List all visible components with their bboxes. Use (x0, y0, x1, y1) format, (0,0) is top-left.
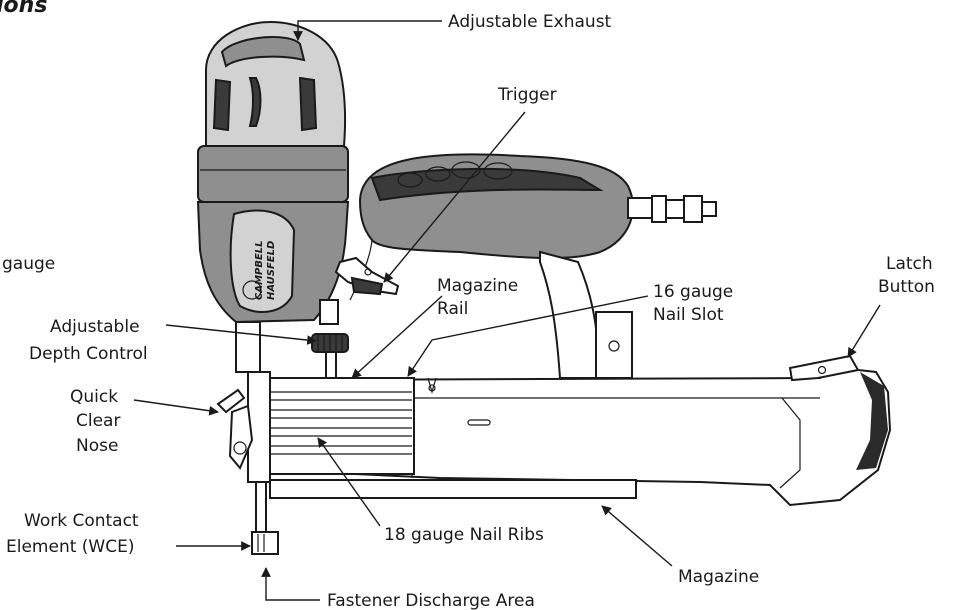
callout-magazine: Magazine (601, 505, 759, 587)
label-latch-line-1: Latch (886, 254, 933, 274)
label-quick-clear-line-1: Quick (70, 387, 118, 407)
label-fastener-discharge: Fastener Discharge Area (327, 591, 535, 610)
label-nail-slot-line-1: 16 gauge (653, 282, 733, 302)
callout-latch-button: Latch Button (847, 254, 935, 358)
callout-quick-clear-nose: Quick Clear Nose (70, 387, 219, 456)
label-depth-line-2: Depth Control (29, 344, 148, 364)
callout-work-contact-element: Work Contact Element (WCE) (6, 511, 251, 557)
callout-fastener-discharge-area: Fastener Discharge Area (261, 567, 535, 610)
label-latch-line-2: Button (878, 277, 935, 297)
label-magazine: Magazine (678, 567, 759, 587)
callout-16-gauge-nail-slot: 16 gauge Nail Slot (407, 282, 733, 377)
side-text-fragment: gauge (2, 254, 55, 274)
nailer-illustration: CAMPBELL HAUSFELD (196, 20, 892, 555)
label-quick-clear-line-3: Nose (76, 436, 118, 456)
label-magazine-rail-line-1: Magazine (437, 276, 518, 296)
trigger (334, 256, 400, 296)
callout-trigger: Trigger (383, 85, 557, 283)
label-nail-slot-line-2: Nail Slot (653, 305, 724, 325)
label-depth-line-1: Adjustable (50, 317, 140, 337)
label-quick-clear-line-2: Clear (76, 411, 120, 431)
handle-grip (349, 153, 717, 379)
motor-housing: CAMPBELL HAUSFELD (196, 20, 350, 324)
label-wce-line-1: Work Contact (24, 511, 139, 531)
latch-button (788, 354, 860, 382)
brand-line-2: HAUSFELD (266, 241, 277, 300)
nail-ribs (261, 377, 415, 475)
label-nail-ribs: 18 gauge Nail Ribs (384, 525, 544, 545)
nose-assembly (216, 321, 279, 555)
magazine-body (260, 366, 892, 507)
callout-magazine-rail: Magazine Rail (351, 276, 518, 379)
label-adjustable-exhaust: Adjustable Exhaust (448, 12, 612, 32)
callout-adjustable-exhaust: Adjustable Exhaust (293, 12, 612, 41)
label-wce-line-2: Element (WCE) (6, 537, 134, 557)
section-header-fragment: ions (0, 0, 47, 18)
callout-adjustable-depth-control: Adjustable Depth Control (29, 317, 317, 364)
label-magazine-rail-line-2: Rail (437, 299, 468, 319)
brand-line-1: CAMPBELL (254, 240, 265, 300)
label-trigger: Trigger (497, 85, 557, 105)
callout-18-gauge-nail-ribs: 18 gauge Nail Ribs (317, 437, 544, 545)
